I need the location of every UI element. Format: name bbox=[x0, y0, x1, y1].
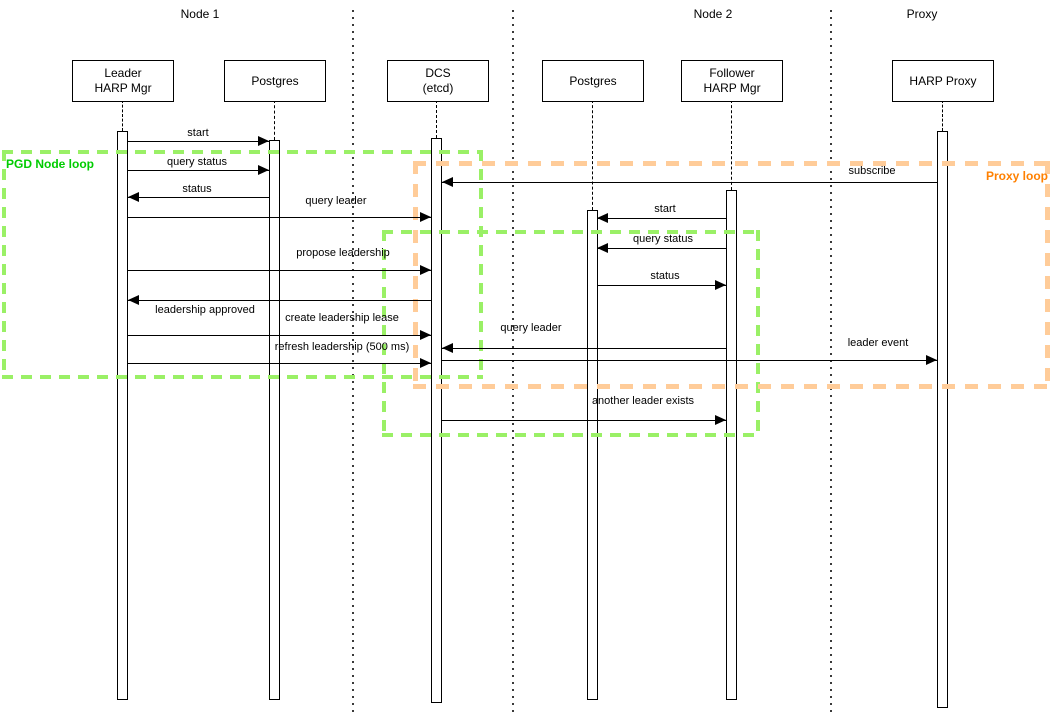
message-line-refresh-leadership bbox=[128, 363, 431, 364]
message-label-status-1: status bbox=[182, 183, 212, 195]
message-arrowhead-query-status-2 bbox=[597, 243, 608, 253]
actor-label: DCS bbox=[425, 66, 451, 80]
actor-follower-harp-mgr: Follower HARP Mgr bbox=[681, 60, 783, 102]
actor-label: Postgres bbox=[569, 73, 617, 88]
lane-separator-2 bbox=[512, 10, 514, 713]
message-label-start-1: start bbox=[187, 127, 209, 139]
message-label-leadership-approved: leadership approved bbox=[155, 304, 255, 316]
loop-proxy-left-edge bbox=[413, 161, 418, 389]
loop-inner-left-edge bbox=[382, 230, 386, 437]
message-line-status-1 bbox=[128, 197, 269, 198]
lifeline-harp-proxy bbox=[942, 100, 943, 131]
loop-pgd-node-left-edge bbox=[2, 150, 6, 379]
message-arrowhead-query-leader-1 bbox=[420, 212, 431, 222]
message-label-status-2: status bbox=[650, 270, 680, 282]
lifeline-dcs-etcd bbox=[436, 100, 437, 138]
message-line-create-lease bbox=[128, 335, 431, 336]
message-arrowhead-propose-leadership bbox=[420, 265, 431, 275]
activation-dcs-etcd bbox=[431, 138, 442, 703]
actor-label: Follower bbox=[709, 66, 755, 80]
actor-label: (etcd) bbox=[422, 81, 454, 95]
lifeline-postgres-node2 bbox=[592, 100, 593, 210]
message-label-start-2: start bbox=[654, 203, 676, 215]
actor-harp-proxy: HARP Proxy bbox=[892, 60, 994, 102]
message-label-query-status-1: query status bbox=[167, 156, 227, 168]
message-arrowhead-another-leader-exists bbox=[715, 415, 726, 425]
actor-postgres-node2: Postgres bbox=[542, 60, 644, 102]
loop-pgd-node-top-edge bbox=[2, 150, 483, 154]
message-label-query-leader-2: query leader bbox=[500, 322, 562, 334]
activation-postgres-node2 bbox=[587, 210, 598, 700]
message-line-query-status-2 bbox=[597, 248, 726, 249]
message-label-propose-leadership: propose leadership bbox=[296, 247, 390, 259]
message-label-another-leader-exists: another leader exists bbox=[591, 395, 695, 407]
message-arrowhead-refresh-leadership bbox=[420, 358, 431, 368]
message-arrowhead-leadership-approved bbox=[128, 295, 139, 305]
activation-leader-harp-mgr bbox=[117, 131, 128, 700]
message-line-another-leader-exists bbox=[442, 420, 726, 421]
lane-label-node2: Node 2 bbox=[693, 7, 733, 21]
loop-proxy-top-edge bbox=[413, 161, 1050, 166]
loop-pgd-node-right-edge bbox=[479, 150, 483, 379]
actor-label: HARP Mgr bbox=[94, 81, 152, 95]
actor-label: Postgres bbox=[251, 73, 299, 88]
message-line-query-leader-2 bbox=[442, 348, 726, 349]
message-line-leadership-approved bbox=[128, 300, 431, 301]
message-line-subscribe bbox=[442, 182, 937, 183]
actor-label: HARP Proxy bbox=[909, 73, 977, 88]
actor-label: HARP Mgr bbox=[703, 81, 761, 95]
message-arrowhead-start-1 bbox=[258, 136, 269, 146]
activation-postgres-node1 bbox=[269, 140, 280, 700]
loop-inner-top-edge bbox=[382, 230, 760, 234]
message-arrowhead-leader-event bbox=[926, 355, 937, 365]
lifeline-follower-harp-mgr bbox=[731, 100, 732, 190]
message-label-create-lease: create leadership lease bbox=[285, 312, 399, 324]
lane-label-node1: Node 1 bbox=[180, 7, 220, 21]
message-arrowhead-status-2 bbox=[715, 280, 726, 290]
message-line-query-leader-1 bbox=[128, 217, 431, 218]
message-arrowhead-query-leader-2 bbox=[442, 343, 453, 353]
loop-label-pgd-node: PGD Node loop bbox=[6, 157, 94, 171]
message-label-refresh-leadership: refresh leadership (500 ms) bbox=[274, 341, 410, 353]
message-line-leader-event bbox=[442, 360, 937, 361]
message-label-query-status-2: query status bbox=[633, 233, 693, 245]
loop-proxy-bottom-edge bbox=[413, 384, 1050, 389]
lane-label-proxy: Proxy bbox=[906, 7, 938, 21]
actor-dcs-etcd: DCS (etcd) bbox=[387, 60, 489, 102]
loop-proxy-right-edge bbox=[1045, 161, 1050, 389]
message-arrowhead-start-2 bbox=[597, 213, 608, 223]
message-label-leader-event: leader event bbox=[847, 337, 909, 349]
message-line-status-2 bbox=[597, 285, 726, 286]
message-arrowhead-subscribe bbox=[442, 177, 453, 187]
loop-inner-right-edge bbox=[756, 230, 760, 437]
actor-leader-harp-mgr: Leader HARP Mgr bbox=[72, 60, 174, 102]
message-arrowhead-query-status-1 bbox=[258, 165, 269, 175]
activation-harp-proxy bbox=[937, 131, 948, 708]
loop-pgd-node-bottom-edge bbox=[2, 375, 483, 379]
message-line-start-2 bbox=[597, 218, 726, 219]
lane-separator-1 bbox=[352, 10, 354, 713]
message-arrowhead-create-lease bbox=[420, 330, 431, 340]
lifeline-leader-harp-mgr bbox=[122, 100, 123, 131]
loop-label-proxy: Proxy loop bbox=[986, 169, 1049, 183]
loop-inner-bottom-edge bbox=[382, 433, 760, 437]
message-line-propose-leadership bbox=[128, 270, 431, 271]
lane-separator-3 bbox=[830, 10, 832, 713]
lifeline-postgres-node1 bbox=[274, 100, 275, 140]
message-arrowhead-status-1 bbox=[128, 192, 139, 202]
actor-label: Leader bbox=[104, 66, 142, 80]
message-line-query-status-1 bbox=[128, 170, 269, 171]
message-label-subscribe: subscribe bbox=[848, 165, 896, 177]
message-line-start-1 bbox=[128, 141, 269, 142]
message-label-query-leader-1: query leader bbox=[305, 195, 367, 207]
activation-follower-harp-mgr bbox=[726, 190, 737, 700]
actor-postgres-node1: Postgres bbox=[224, 60, 326, 102]
